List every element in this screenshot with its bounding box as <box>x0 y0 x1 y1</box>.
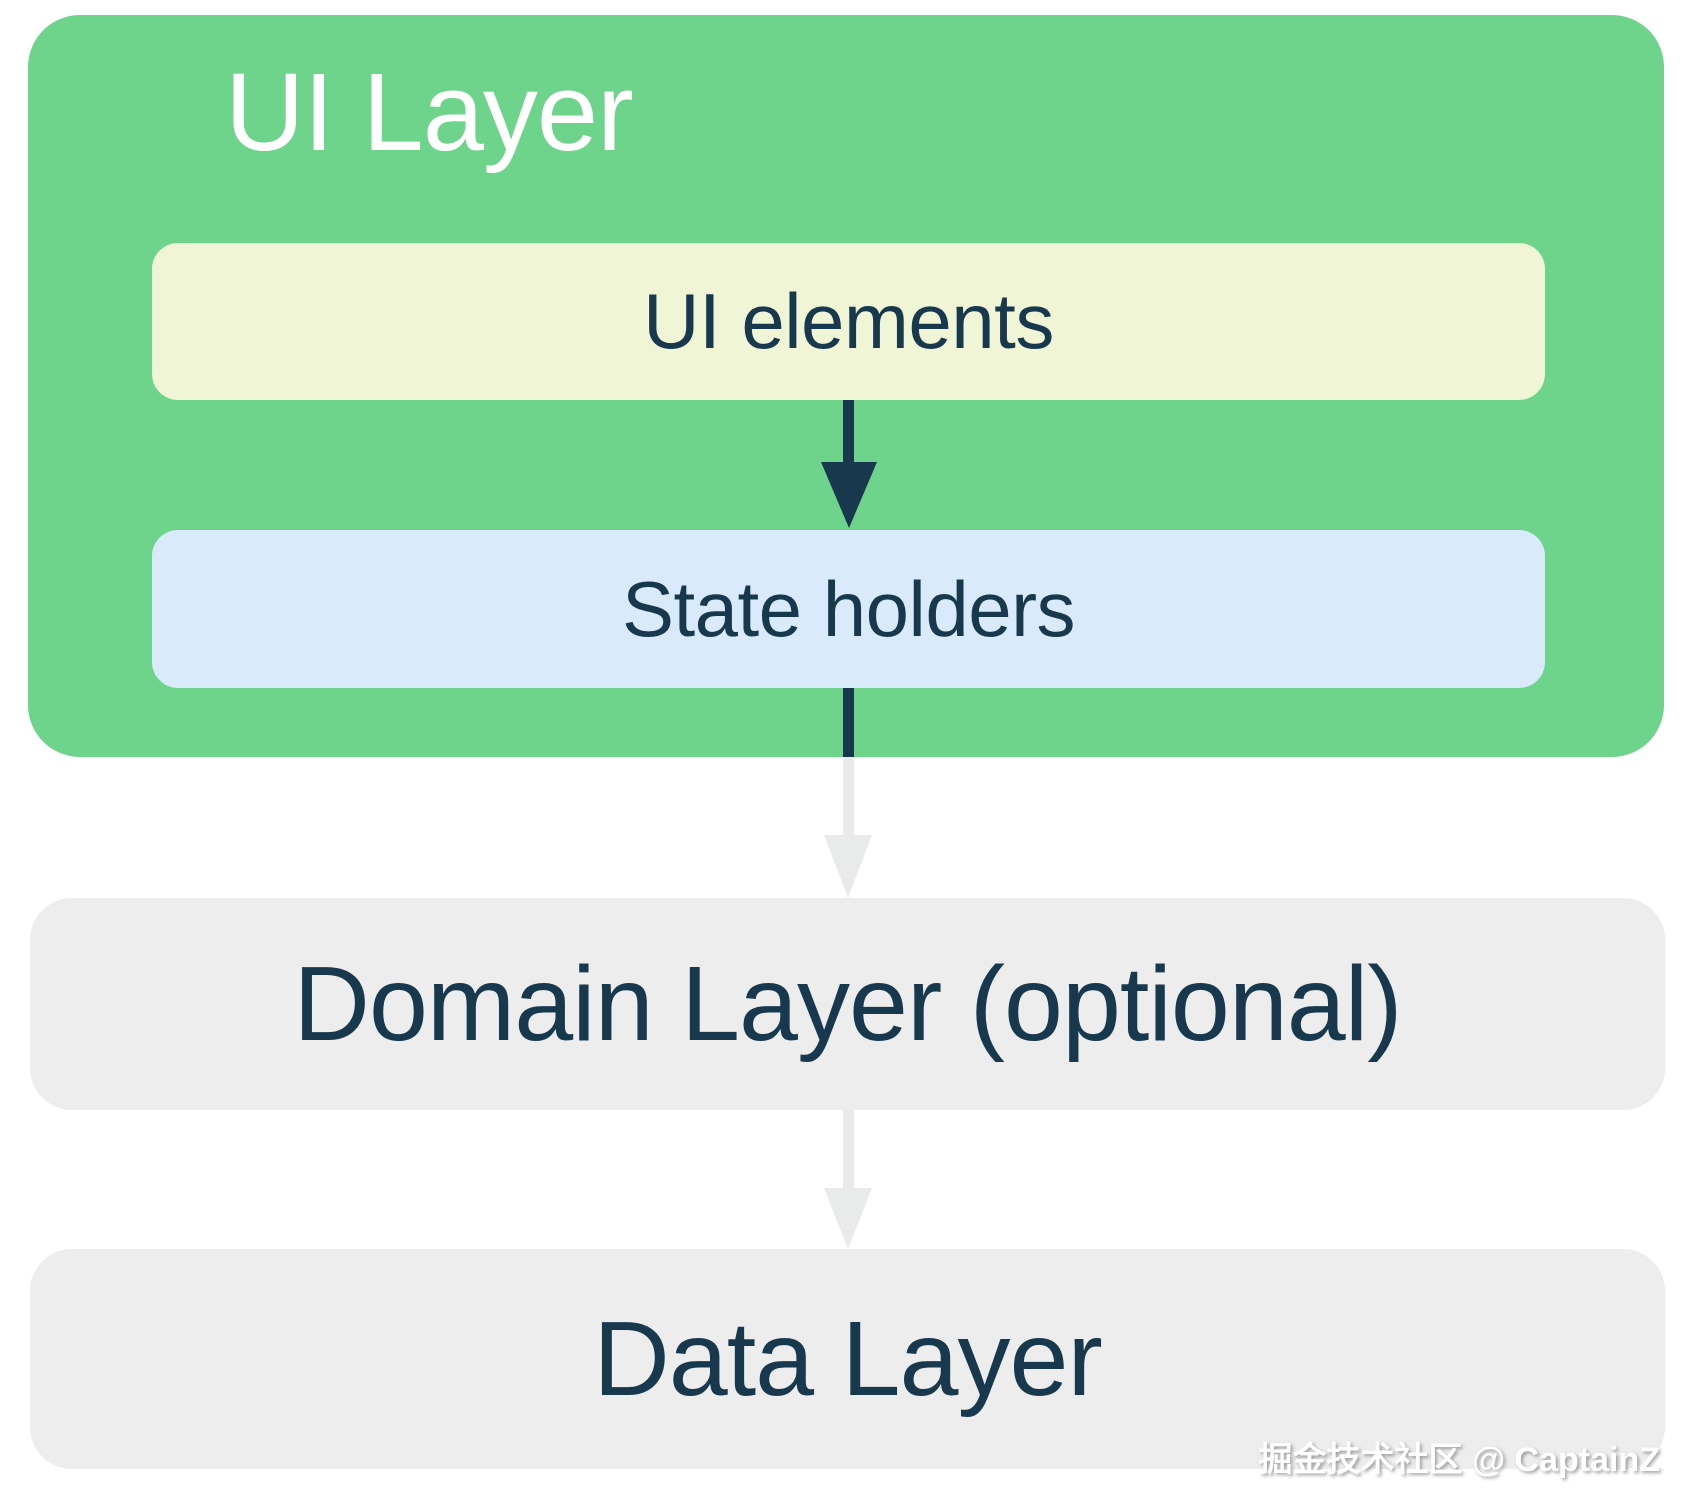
ui-layer-title: UI Layer <box>225 51 634 174</box>
arrow-state-holders-to-domain-dark-shaft <box>843 688 854 757</box>
domain-layer-box: Domain Layer (optional) <box>30 898 1665 1110</box>
arrow-domain-to-data-head-icon <box>824 1188 872 1249</box>
arrow-ui-elements-to-state-holders-shaft <box>843 400 854 464</box>
ui-elements-box: UI elements <box>152 243 1545 400</box>
arrow-domain-to-data-shaft <box>843 1110 854 1190</box>
arrow-state-holders-to-domain-gray-shaft <box>843 757 854 837</box>
state-holders-label: State holders <box>621 564 1076 653</box>
data-layer-label: Data Layer <box>593 1299 1103 1418</box>
domain-layer-label: Domain Layer (optional) <box>293 944 1402 1063</box>
watermark: 掘金技术社区 @ CaptainZ <box>1258 1441 1661 1479</box>
data-layer-box: Data Layer <box>30 1249 1665 1469</box>
arrow-state-holders-to-domain-head-icon <box>824 835 872 898</box>
ui-elements-label: UI elements <box>643 277 1054 365</box>
state-holders-box: State holders <box>152 530 1545 688</box>
